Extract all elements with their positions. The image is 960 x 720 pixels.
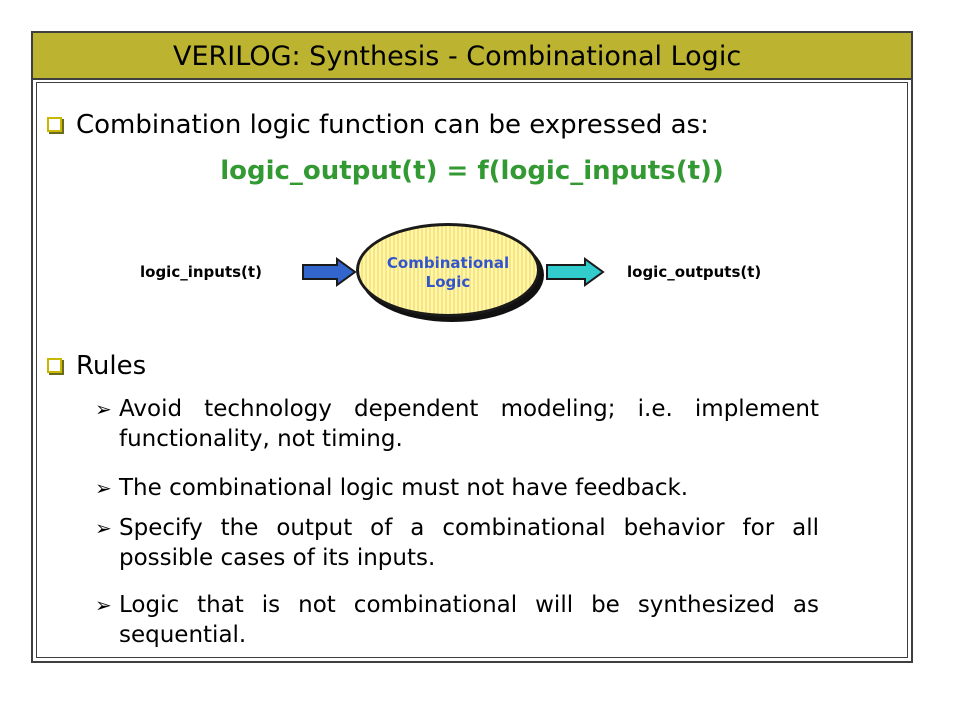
inner-border <box>36 82 908 658</box>
combinational-logic-block: Combinational Logic <box>348 219 548 323</box>
slide-title: VERILOG: Synthesis - Combinational Logic <box>173 41 742 72</box>
block-label: Combinational Logic <box>359 254 537 292</box>
rule-item: Logic that is not combinational will be … <box>119 592 819 648</box>
rule-item: Avoid technology dependent modeling; i.e… <box>119 396 819 452</box>
rules-heading: Rules <box>76 351 147 381</box>
arrowhead-bullet-icon: ➢ <box>95 476 112 500</box>
rule-item: The combinational logic must not have fe… <box>119 475 689 501</box>
arrowhead-bullet-icon: ➢ <box>95 593 112 617</box>
input-arrow-icon <box>302 257 357 287</box>
formula: logic_output(t) = f(logic_inputs(t)) <box>220 156 724 186</box>
arrowhead-bullet-icon: ➢ <box>95 397 112 421</box>
slide-frame: VERILOG: Synthesis - Combinational Logic… <box>31 31 913 663</box>
output-label: logic_outputs(t) <box>627 263 762 281</box>
title-bar: VERILOG: Synthesis - Combinational Logic <box>33 33 911 80</box>
intro-text: Combination logic function can be expres… <box>76 110 709 140</box>
arrowhead-bullet-icon: ➢ <box>95 516 112 540</box>
square-bullet-icon <box>47 358 62 373</box>
square-bullet-icon <box>47 117 62 132</box>
rule-item: Specify the output of a combinational be… <box>119 515 819 571</box>
input-label: logic_inputs(t) <box>140 263 262 281</box>
block-label-line2: Logic <box>425 273 471 291</box>
output-arrow-icon <box>546 257 605 287</box>
block-ellipse: Combinational Logic <box>356 223 540 317</box>
block-label-line1: Combinational <box>386 254 510 272</box>
